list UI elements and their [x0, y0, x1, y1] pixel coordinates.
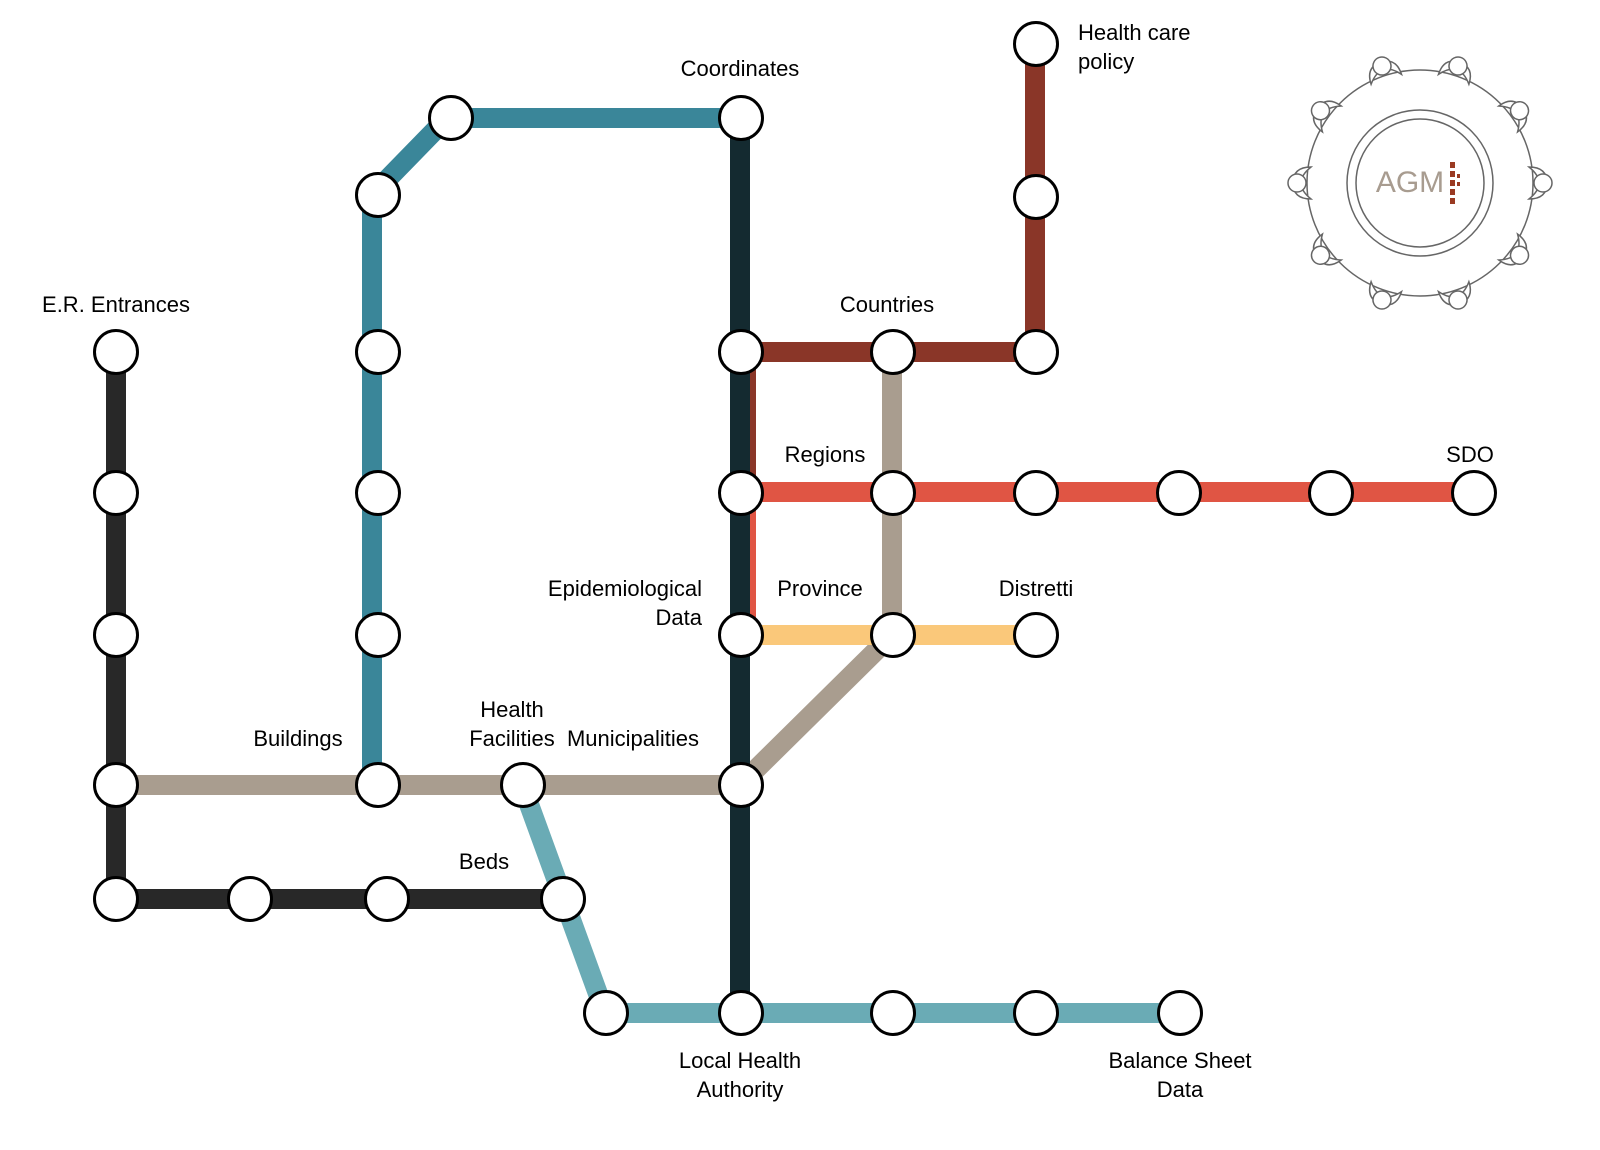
station: [93, 876, 139, 922]
station-local-health-authority: [718, 990, 764, 1036]
station: [583, 990, 629, 1036]
logo-person-figure: [1310, 232, 1344, 266]
label-health-facilities-2: Facilities: [469, 726, 555, 751]
logo-accent-bars: [1450, 162, 1460, 204]
station-municipalities: [718, 762, 764, 808]
label-countries: Countries: [840, 292, 934, 317]
regions-line: [736, 482, 1472, 635]
station: [1156, 470, 1202, 516]
label-buildings: Buildings: [253, 726, 342, 751]
station: [355, 329, 401, 375]
station-health-facilities: [500, 762, 546, 808]
station: [355, 172, 401, 218]
logo-person-figure: [1437, 279, 1472, 310]
station: [870, 990, 916, 1036]
station: [1308, 470, 1354, 516]
logo-person-figure: [1368, 56, 1403, 87]
station-sdo: [1451, 470, 1497, 516]
label-local-health-authority-2: Authority: [697, 1077, 784, 1102]
logo-person-figure: [1287, 166, 1314, 200]
station: [227, 876, 273, 922]
station-balance-sheet-data: [1157, 990, 1203, 1036]
station-labels: Health care policy Coordinates E.R. Entr…: [42, 20, 1494, 1102]
logo-outer-ring: [1306, 69, 1534, 297]
station: [93, 762, 139, 808]
logo-text: AGM: [1376, 166, 1444, 199]
label-beds: Beds: [459, 849, 509, 874]
logo-person-figure: [1496, 100, 1530, 134]
station-distretti: [1013, 612, 1059, 658]
logo-person-figure: [1496, 232, 1530, 266]
station: [364, 876, 410, 922]
label-health-care-policy-2: policy: [1078, 49, 1134, 74]
logo-middle-ring: [1346, 109, 1494, 257]
station-regions: [870, 470, 916, 516]
label-balance-sheet-data-1: Balance Sheet: [1108, 1048, 1251, 1073]
station-province: [870, 612, 916, 658]
label-regions: Regions: [785, 442, 866, 467]
label-epidemiological-data-2: Data: [656, 605, 703, 630]
station: [355, 612, 401, 658]
station-health-care-policy: [1013, 21, 1059, 67]
logo-person-figure: [1526, 166, 1553, 200]
station: [718, 329, 764, 375]
label-epidemiological-data-1: Epidemiological: [548, 576, 702, 601]
label-sdo: SDO: [1446, 442, 1494, 467]
logo-inner-ring: [1355, 118, 1485, 248]
station: [428, 95, 474, 141]
logo-person-figure: [1437, 56, 1472, 87]
label-municipalities: Municipalities: [567, 726, 699, 751]
map-lines: [106, 44, 1472, 1023]
station: [1013, 470, 1059, 516]
station: [1013, 329, 1059, 375]
station: [1013, 990, 1059, 1036]
station-beds: [540, 876, 586, 922]
station: [1013, 174, 1059, 220]
label-coordinates: Coordinates: [681, 56, 800, 81]
stations: [93, 21, 1497, 1036]
label-distretti: Distretti: [999, 576, 1074, 601]
station-er-entrances: [93, 329, 139, 375]
station-coordinates: [718, 95, 764, 141]
label-health-care-policy-1: Health care: [1078, 20, 1191, 45]
agm-logo: AGM: [1287, 56, 1553, 310]
label-er-entrances: E.R. Entrances: [42, 292, 190, 317]
label-health-facilities-1: Health: [480, 697, 544, 722]
station: [93, 470, 139, 516]
label-balance-sheet-data-2: Data: [1157, 1077, 1204, 1102]
logo-person-figure: [1368, 279, 1403, 310]
station: [355, 470, 401, 516]
station: [93, 612, 139, 658]
logo-figures: [1287, 56, 1553, 310]
station: [718, 470, 764, 516]
station-countries: [870, 329, 916, 375]
logo-person-figure: [1310, 100, 1344, 134]
er-line: [106, 352, 563, 909]
station-epidemiological-data: [718, 612, 764, 658]
label-local-health-authority-1: Local Health: [679, 1048, 801, 1073]
buildings-line: [362, 108, 740, 780]
station-buildings: [355, 762, 401, 808]
label-province: Province: [777, 576, 863, 601]
